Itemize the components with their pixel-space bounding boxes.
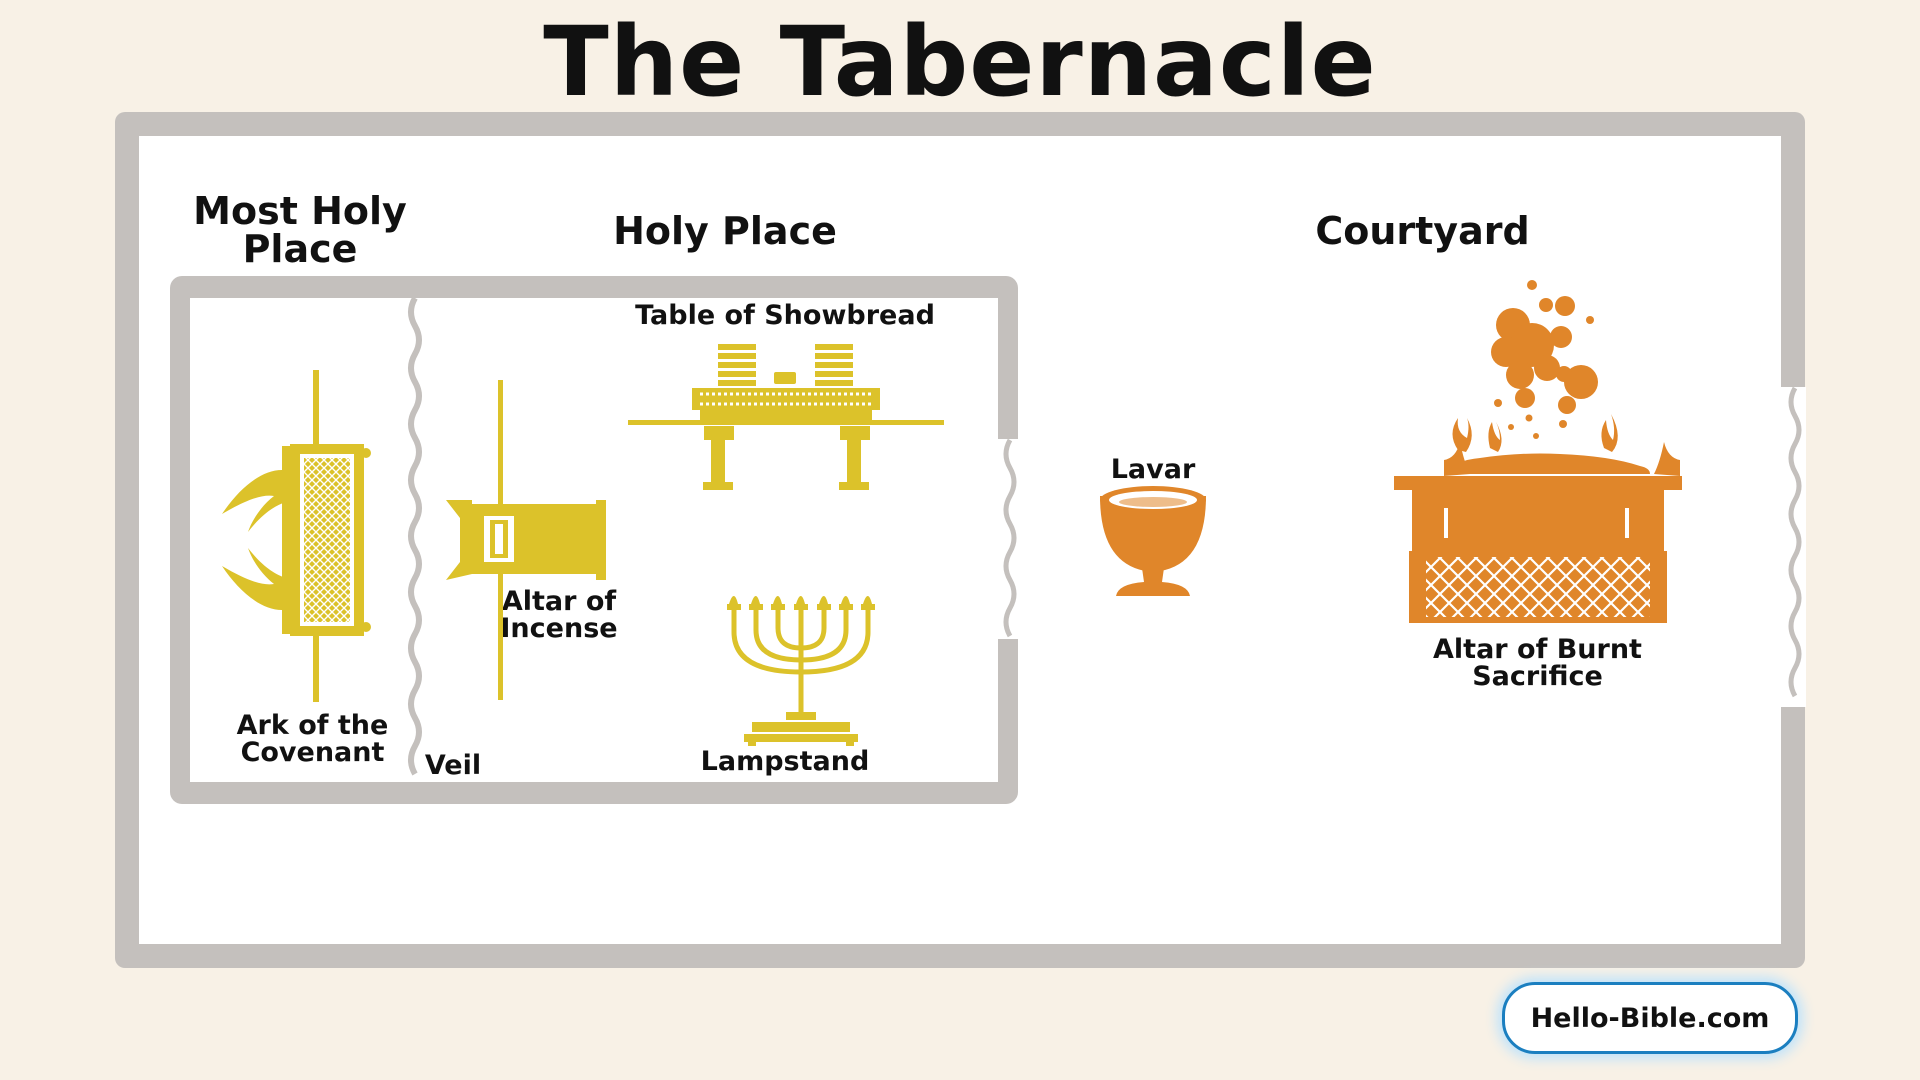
sacrifice-animal bbox=[1446, 453, 1650, 474]
veil-curtain bbox=[408, 296, 422, 776]
most-holy-place-label: Most Holy Place bbox=[193, 189, 407, 271]
altar-of-incense-label: Altar of Incense bbox=[500, 586, 618, 644]
table-of-showbread-label: Table of Showbread bbox=[635, 300, 935, 331]
page-title: The Tabernacle bbox=[543, 6, 1377, 118]
ark-label: Ark of the Covenant bbox=[236, 710, 389, 768]
flames bbox=[1452, 414, 1618, 452]
table-of-showbread-icon bbox=[628, 344, 944, 490]
courtyard-gate-curtain bbox=[1788, 386, 1802, 698]
lampstand-icon bbox=[727, 596, 875, 746]
showbread-loaves-right bbox=[815, 344, 853, 386]
holy-place-label: Holy Place bbox=[613, 209, 837, 253]
veil-label: Veil bbox=[424, 750, 482, 781]
altar-of-burnt-sacrifice-label: Altar of Burnt Sacrifice bbox=[1433, 634, 1642, 692]
smoke-clouds bbox=[1491, 280, 1598, 439]
lampstand-label: Lampstand bbox=[700, 746, 870, 777]
courtyard-gate bbox=[1780, 387, 1806, 707]
website-badge[interactable]: Hello-Bible.com bbox=[1502, 982, 1798, 1054]
ark-of-the-covenant-icon bbox=[222, 370, 371, 702]
courtyard-label: Courtyard bbox=[1315, 209, 1530, 253]
tent-door-curtain bbox=[1003, 438, 1017, 638]
showbread-loaves-left bbox=[718, 344, 756, 386]
altar-of-incense-icon bbox=[446, 380, 606, 700]
altar-of-burnt-sacrifice-icon bbox=[1394, 280, 1682, 623]
lavar-icon bbox=[1100, 486, 1206, 596]
lavar-label: Lavar bbox=[1110, 454, 1196, 485]
